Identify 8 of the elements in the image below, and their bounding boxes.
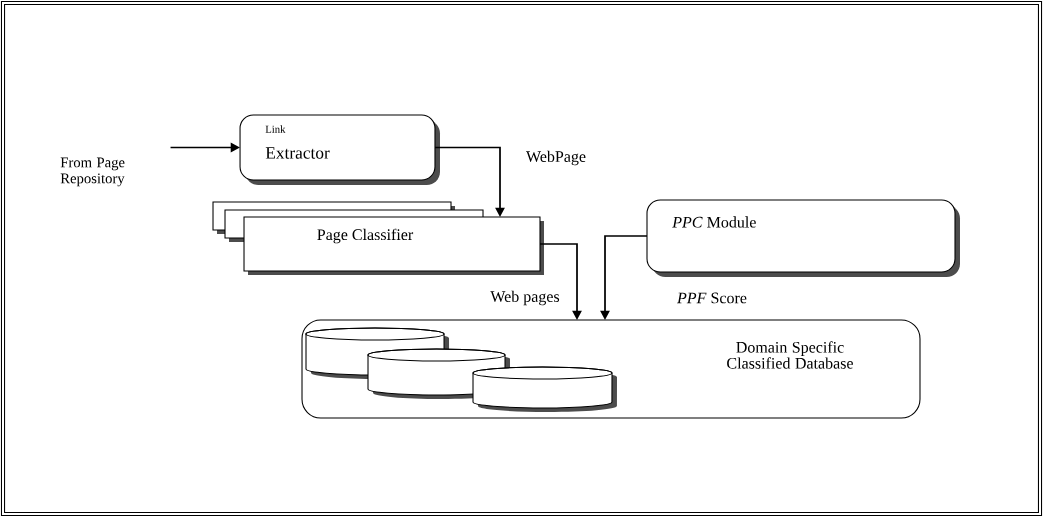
text: From Page Repository xyxy=(60,157,125,187)
rounded-box: Link Extractor xyxy=(239,114,440,185)
edge-label: WebPage xyxy=(524,149,588,167)
stacked-boxes: Page Classifier xyxy=(212,201,544,275)
cylinder xyxy=(472,366,617,412)
edge-label: PPF Score xyxy=(675,291,749,305)
rounded-box: PPC Module xyxy=(646,199,960,277)
edge-label: Web pages xyxy=(489,289,561,307)
